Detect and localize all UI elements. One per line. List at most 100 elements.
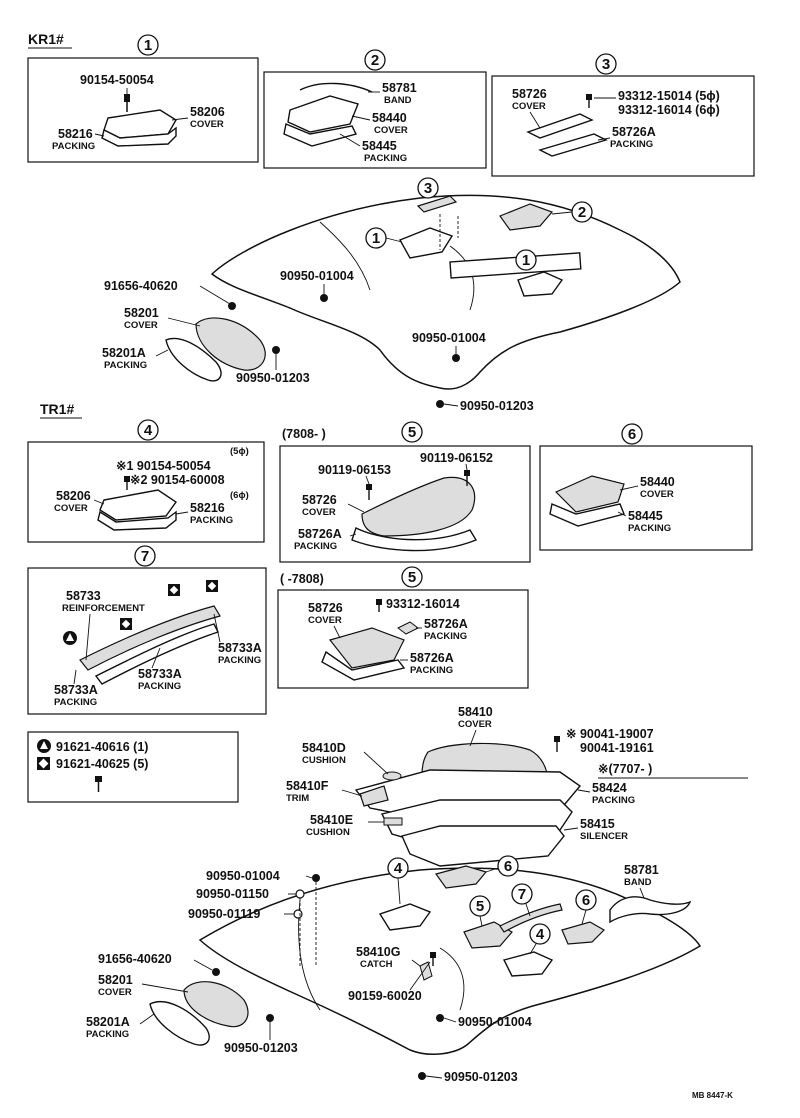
box5b-packing1-pn: 58726A (424, 617, 468, 631)
upper-packing-name: PACKING (104, 360, 147, 371)
lower-plug5-icon (266, 1014, 274, 1022)
svg-text:1: 1 (522, 252, 530, 269)
upper-cover-pn: 58201 (124, 306, 159, 320)
box7-packing1-name: PACKING (218, 655, 261, 666)
lower-plug3-icon (293, 909, 303, 919)
box5a-bolt1-pn: 90119-06153 (318, 463, 391, 477)
box-6 (539, 445, 753, 551)
lower-floor-opening-4b (502, 951, 554, 977)
svg-text:4: 4 (394, 860, 403, 877)
console-packing-pn: 58424 (592, 781, 627, 795)
callout-7-top: 7 (134, 545, 156, 567)
lower-clip-icon (212, 968, 220, 976)
svg-text:6: 6 (504, 858, 512, 875)
lower-cover-pn: 58201 (98, 973, 133, 987)
legend-box (27, 731, 239, 803)
lower-plug6-icon (418, 1072, 426, 1080)
box5a-packing-pn: 58726A (298, 527, 342, 541)
box7-packing2-pn: 58733A (138, 667, 182, 681)
lower-band-name: BAND (624, 877, 652, 888)
box5a-cover-shape (361, 476, 476, 537)
upper-plug4-icon (436, 400, 444, 408)
box5a-date: (7808- ) (282, 427, 326, 441)
box2-packing-name: PACKING (364, 153, 407, 164)
lower-band-58781 (609, 896, 692, 924)
lower-bolt-icon (430, 952, 436, 966)
console-bolt1-pn: ※ 90041-19007 (566, 727, 654, 741)
box6-cover-name: COVER (640, 489, 674, 500)
lower-floor-reinforcement-7 (499, 903, 563, 933)
box7-reinforcement-pn: 58733 (66, 589, 101, 603)
box4-size6: (6ϕ) (230, 490, 249, 501)
box7-reinforcement-name: REINFORCEMENT (62, 603, 145, 614)
console-cushion1-pn: 58410D (302, 741, 346, 755)
lower-floor-cover-5 (463, 921, 513, 949)
console-trim-58410f (359, 785, 389, 807)
svg-text:1: 1 (372, 230, 380, 247)
upper-clip-pn: 91656-40620 (104, 279, 178, 293)
lower-floor-opening-4a (378, 903, 432, 931)
console-cushion-58410e (383, 817, 403, 826)
box1-bolt-icon (124, 94, 130, 112)
box-7 (27, 567, 267, 715)
callout-2-floor: 2 (571, 201, 593, 223)
box6-cover-pn: 58440 (640, 475, 675, 489)
box7-triangle-marker-icon (63, 631, 77, 645)
group-label-tr1: TR1# (40, 401, 74, 417)
lower-cover-name: COVER (98, 987, 132, 998)
box2-band-shape (299, 82, 373, 93)
box7-diamond-marker-icon-1 (168, 584, 180, 596)
box-4 (27, 441, 265, 543)
svg-text:6: 6 (582, 892, 590, 909)
upper-floor-cover-2 (499, 203, 554, 231)
svg-text:3: 3 (602, 56, 610, 73)
box4-packing-pn: 58216 (190, 501, 225, 515)
box5b-packing1-name: PACKING (424, 631, 467, 642)
box7-packing3-pn: 58733A (54, 683, 98, 697)
svg-text:7: 7 (141, 548, 149, 565)
box5a-cover-pn: 58726 (302, 493, 337, 507)
lower-packing-58201a (149, 1001, 210, 1046)
box3-packing-name: PACKING (610, 139, 653, 150)
upper-packing-pn: 58201A (102, 346, 146, 360)
lower-plug6-pn: 90950-01203 (444, 1070, 518, 1084)
box5b-packing2-name: PACKING (410, 665, 453, 676)
box1-packing-pn: 58216 (58, 127, 93, 141)
box5b-cover-name: COVER (308, 615, 342, 626)
lower-floor-pan (198, 867, 702, 1056)
callout-6-lower-b: 6 (575, 889, 597, 911)
box-5a (279, 445, 531, 563)
upper-cover-name: COVER (124, 320, 158, 331)
box5a-bolt2-icon (464, 470, 470, 486)
lower-cover-58201 (183, 981, 249, 1028)
svg-text:7: 7 (518, 886, 526, 903)
box1-bolt-pn: 90154-50054 (80, 73, 154, 87)
lower-catch-pn: 58410G (356, 945, 400, 959)
console-cover-name: COVER (458, 719, 492, 730)
lower-plug3-pn: 90950-01119 (188, 907, 260, 921)
legend-diamond-pn: 91621-40625 (5) (56, 757, 148, 771)
box4-packing-shape (97, 510, 177, 531)
box5a-cover-name: COVER (302, 507, 336, 518)
upper-plug3-pn: 90950-01203 (236, 371, 310, 385)
box5a-packing-name: PACKING (294, 541, 337, 552)
box3-screw-icon (586, 94, 592, 108)
box2-cover-name: COVER (374, 125, 408, 136)
svg-text:5: 5 (476, 898, 484, 915)
box5b-screw-icon (376, 599, 382, 612)
console-cushion2-pn: 58410E (310, 813, 353, 827)
callout-4-lower-a: 4 (387, 857, 409, 879)
upper-floor-opening-1a (399, 227, 454, 259)
callout-2-top: 2 (364, 49, 386, 71)
box5b-cover-pn: 58726 (308, 601, 343, 615)
console-cushion-58410d (382, 771, 402, 781)
box7-packing3-name: PACKING (54, 697, 97, 708)
console-cushion2-name: CUSHION (306, 827, 350, 838)
box7-packing2-name: PACKING (138, 681, 181, 692)
box-1 (27, 57, 259, 163)
legend-triangle-marker-icon (37, 739, 51, 753)
box5a-bolt1-icon (366, 484, 372, 500)
upper-plug3-icon (272, 346, 280, 354)
callout-6-lower-a: 6 (497, 855, 519, 877)
box2-cover-shape (287, 95, 359, 133)
